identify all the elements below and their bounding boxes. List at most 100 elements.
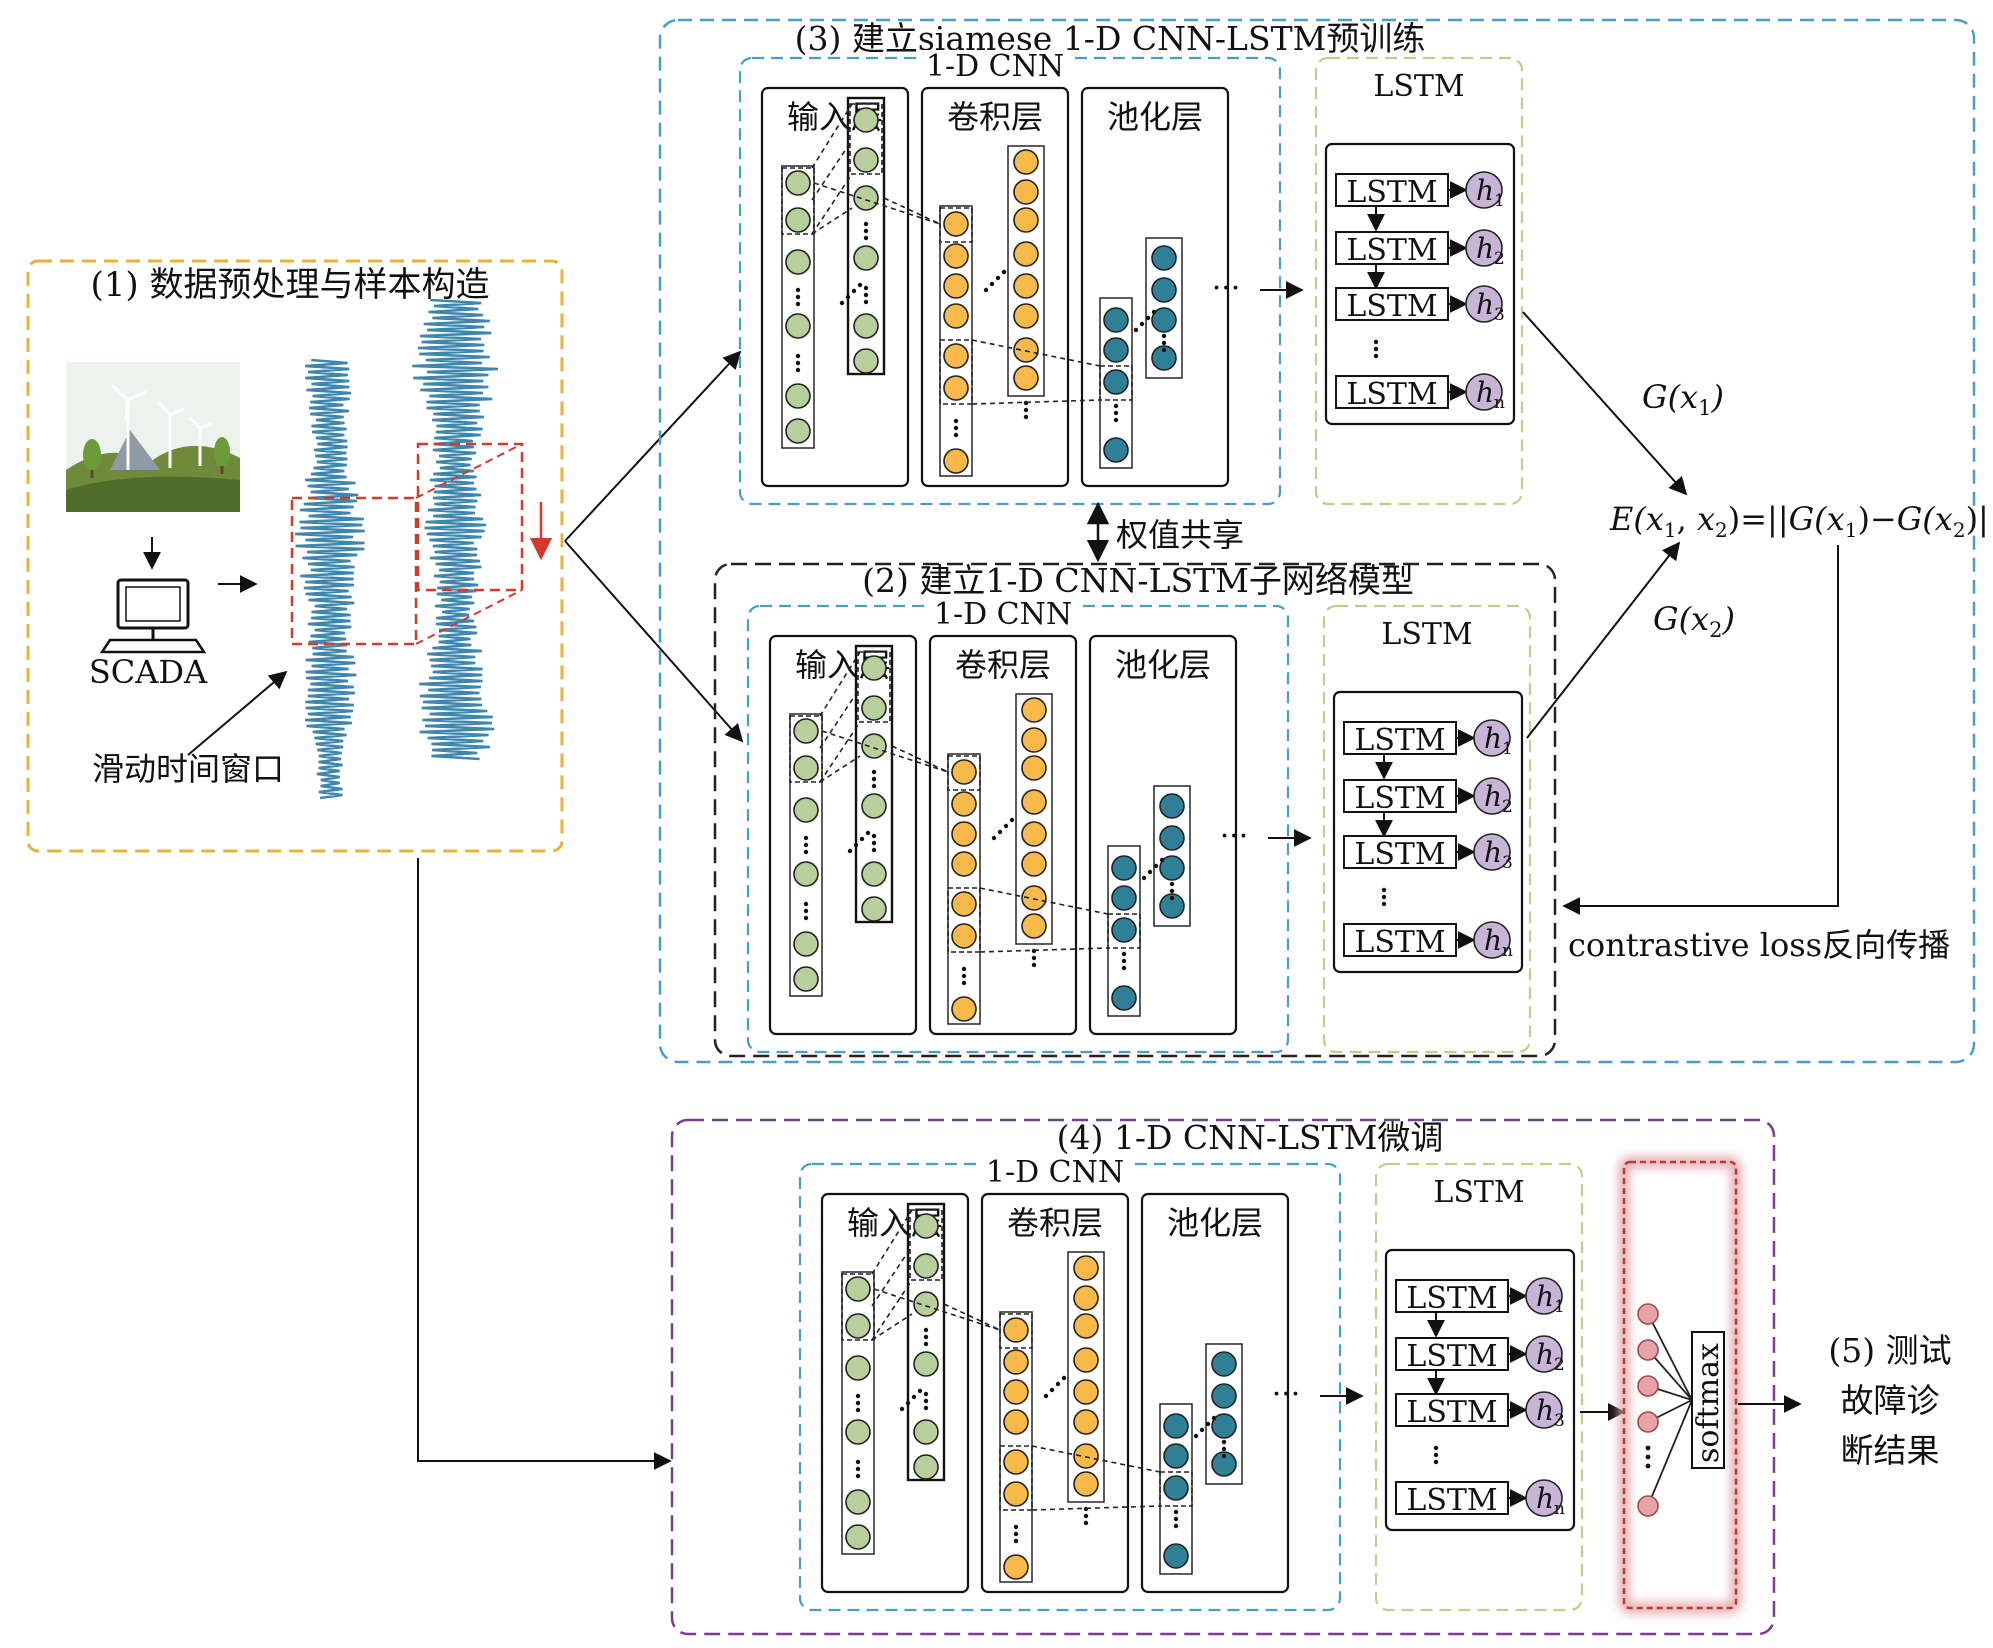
conv-node — [1013, 241, 1039, 267]
lstm-cell-label: LSTM — [1354, 925, 1445, 960]
conv-node — [1003, 1481, 1029, 1507]
input-node — [861, 793, 887, 819]
hidden-state-label: h2 — [1476, 232, 1505, 269]
pool-node — [1159, 825, 1185, 851]
conv-node — [1003, 1554, 1029, 1580]
pool-node — [1103, 369, 1129, 395]
hidden-state-node — [1525, 1479, 1563, 1517]
step5-result-line3: 断结果 — [1841, 1431, 1940, 1470]
pool-node — [1111, 885, 1137, 911]
pool-node — [1159, 793, 1185, 819]
hidden-state-label: hn — [1536, 1482, 1565, 1519]
arrow-to-upper-network — [564, 350, 742, 542]
hidden-state-label: hn — [1484, 924, 1513, 961]
conv-layer-title: 卷积层 — [955, 646, 1051, 684]
step3-title: (3) 建立siamese 1-D CNN-LSTM预训练 — [795, 19, 1426, 58]
lstm-cell-label: LSTM — [1346, 377, 1437, 412]
input-node — [845, 1419, 871, 1445]
input-node — [913, 1291, 939, 1317]
lstm-cell — [1343, 923, 1457, 957]
conv-node — [1013, 365, 1039, 391]
input-node — [861, 733, 887, 759]
conv-node — [1073, 1379, 1099, 1405]
input-node — [913, 1351, 939, 1377]
softmax-node — [1637, 1375, 1659, 1397]
hidden-state-label: hn — [1476, 376, 1505, 413]
conv-node — [1003, 1349, 1029, 1375]
conv-node — [943, 303, 969, 329]
sliding-window-box — [290, 442, 524, 646]
pool-layer-title: 池化层 — [1167, 1204, 1263, 1242]
softmax-node — [1637, 1495, 1659, 1517]
step5-result-line1: (5) 测试 — [1828, 1331, 1951, 1370]
input-node — [793, 966, 819, 992]
pool-layer-title: 池化层 — [1107, 98, 1203, 136]
step4-finetune-panel: (4) 1-D CNN-LSTM微调 — [670, 1118, 1776, 1636]
computer-icon — [99, 578, 207, 654]
contrastive-loss-block: G(x1) G(x2) E(x1, x2)=||G(x1)−G(x2)|| co… — [1522, 311, 1993, 964]
pool-node — [1103, 307, 1129, 333]
input-layer-box — [768, 634, 918, 1036]
conv-node — [951, 851, 977, 877]
input-node — [861, 861, 887, 887]
input-node — [913, 1253, 939, 1279]
input-node — [845, 1313, 871, 1339]
g-x2-label: G(x2) — [1653, 600, 1735, 642]
conv-node — [951, 759, 977, 785]
input-node — [853, 185, 879, 211]
hidden-state-node — [1473, 921, 1511, 959]
conv-node — [1073, 1443, 1099, 1469]
softmax-node — [1637, 1339, 1659, 1361]
step2-title: (2) 建立1-D CNN-LSTM子网络模型 — [862, 561, 1414, 600]
hidden-state-label: h1 — [1536, 1280, 1565, 1317]
input-node — [793, 861, 819, 887]
input-node — [845, 1489, 871, 1515]
energy-function-label: E(x1, x2)=||G(x1)−G(x2)|| — [1609, 500, 1993, 542]
hidden-state-label: h1 — [1476, 174, 1505, 211]
pool-node — [1111, 917, 1137, 943]
input-node — [785, 383, 811, 409]
input-node — [845, 1355, 871, 1381]
conv-node — [951, 891, 977, 917]
input-node — [861, 655, 887, 681]
lstm-cell — [1335, 173, 1449, 207]
pool-node — [1211, 1413, 1237, 1439]
conv-node — [1003, 1409, 1029, 1435]
lstm-cell — [1343, 779, 1457, 813]
hidden-state-node — [1465, 373, 1503, 411]
weight-share-label: 权值共享 — [1116, 516, 1244, 554]
input-layer-box — [820, 1192, 970, 1594]
pool-node — [1151, 307, 1177, 333]
conv-node — [1021, 789, 1047, 815]
pool-node — [1111, 985, 1137, 1011]
conv-node — [1021, 885, 1047, 911]
input-node — [793, 755, 819, 781]
step3-siamese-panel: (3) 建立siamese 1-D CNN-LSTM预训练 — [658, 18, 1976, 1064]
conv-node — [1003, 1449, 1029, 1475]
lstm-title: LSTM — [1433, 1175, 1524, 1210]
pool-node — [1103, 337, 1129, 363]
input-node — [913, 1213, 939, 1239]
ellipsis: ··· — [1220, 819, 1249, 854]
conv-node — [1073, 1347, 1099, 1373]
hidden-state-node — [1465, 285, 1503, 323]
hidden-state-node — [1473, 833, 1511, 871]
conv-node — [1013, 337, 1039, 363]
conv-layer-title: 卷积层 — [947, 98, 1043, 136]
input-node — [853, 348, 879, 374]
lstm-cell-label: LSTM — [1406, 1281, 1497, 1316]
scada-label: SCADA — [89, 653, 208, 691]
softmax-node — [1637, 1303, 1659, 1325]
hidden-state-node — [1473, 719, 1511, 757]
lstm-cell-label: LSTM — [1406, 1483, 1497, 1518]
input-node — [785, 170, 811, 196]
conv-node — [1013, 179, 1039, 205]
conv-node — [1021, 727, 1047, 753]
lstm-cell — [1395, 1279, 1509, 1313]
pool-node — [1163, 1413, 1189, 1439]
conv-node — [1073, 1313, 1099, 1339]
conv-node — [1021, 697, 1047, 723]
input-node — [853, 245, 879, 271]
cnn-label: 1-D CNN — [926, 49, 1064, 84]
